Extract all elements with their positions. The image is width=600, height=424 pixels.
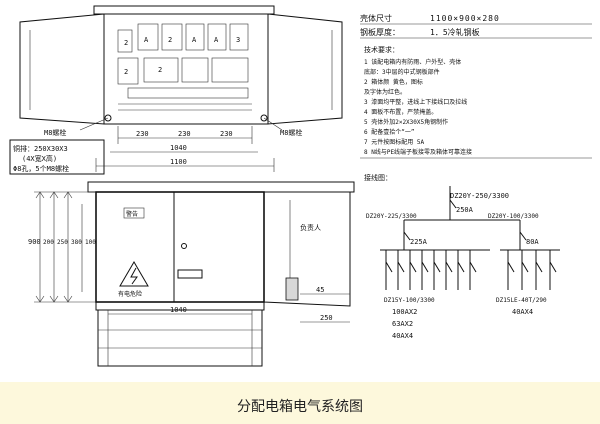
breaker-label: 2 [158,66,162,74]
breaker-label: 2 [168,36,172,44]
breaker-label: A [214,36,219,44]
hazard-text: 有电危险 [118,290,142,298]
dim-1100-top: 1100 [170,158,187,166]
m8-bolt-label-left: M8螺栓 [44,128,66,137]
bottom-left-rating: 40AX4 [392,332,413,340]
conduit [285,277,299,301]
main-breaker-rating: 250A [456,206,474,214]
m8-bolt-label-right: M8螺栓 [280,128,302,137]
bottom-right-breaker-model: DZ15LE-40T/290 [496,297,547,304]
spec-size-value: 1100×900×280 [430,14,500,23]
door-label-plate [123,207,145,219]
front-roof [87,181,355,193]
tech-item: 8 N线与PE线端子板接零及箱体可靠连接 [364,148,472,156]
lightning-warning-icon [119,261,149,287]
tech-item: 3 漆面均平整，进线上下接线口及拉线 [364,98,467,106]
branch-left-model: DZ20Y-225/3300 [366,213,417,220]
copper-bar-note-2: (4X宽X高) [22,154,57,163]
open-door-right [267,13,343,125]
left-dim: 250 [57,239,68,246]
caption-band [0,382,600,424]
bottom-left-rating: 63AX2 [392,320,413,328]
left-dim: 380 [71,239,82,246]
spec-size-label: 壳体尺寸 [360,13,392,23]
breaker-grid: 2 A 2 A A 3 2 2 [117,23,252,111]
lock-icon [181,243,187,249]
breaker-label: A [144,36,149,44]
dim-230-a: 230 [136,130,149,138]
handle [177,269,203,279]
copper-bar-note-1: 铜排：250X30X3 [13,144,68,153]
bottom-left-breaker-model: DZ15Y-100/3300 [384,297,435,304]
branch-right-rating: 80A [526,238,539,246]
tech-item: 4 面板不布置，严禁掩盖。 [364,108,437,116]
branch-right-model: DZ20Y-100/3300 [488,213,539,220]
left-sub-branches [385,250,477,290]
breaker-label: 2 [124,68,128,76]
dim-45: 45 [316,286,324,294]
bolt-right-icon [260,114,268,122]
left-dim: 100 [85,239,96,246]
dim-230-b: 230 [178,130,191,138]
dim-900: 900 [28,238,41,246]
bolt-left-icon [104,114,112,122]
spec-thickness-value: 1．5冷轧钢板 [430,27,480,37]
dim-230-c: 230 [220,130,233,138]
tech-item: 底部：3中层的中式钢板部件 [364,68,440,76]
main-breaker-model: DZ20Y-250/3300 [450,192,509,200]
front-view: 负责人 警告 有电危险 1040 45 2 [28,181,355,367]
dim-250: 250 [320,314,333,322]
copper-bar-note-3: Φ8孔，5个M8螺栓 [13,164,69,173]
tech-item: 6 配备壹拾个“一” [364,128,414,136]
right-sub-branches [507,250,557,290]
bottom-right-rating: 40AX4 [512,308,533,316]
breaker-label: A [192,36,197,44]
copper-bar-note-box [9,139,105,175]
tech-item: 2 箱体颜 黄色，图标 [364,78,423,86]
tech-requirements-title: 技术要求： [364,45,399,54]
side-responsible-label: 负责人 [300,223,321,232]
side-panel [263,191,351,307]
left-dim: 200 [43,239,54,246]
dim-1040-front: 1040 [170,306,187,314]
branch-left-rating: 225A [410,238,428,246]
open-door-left [19,13,105,125]
cabinet-roof [93,5,275,15]
tech-item: 1 该配电箱内有防雨、户外型、壳体 [364,58,461,66]
wiring-diagram: 接线图： DZ20Y-250/3300 250A DZ20Y-225/3300 … [364,173,560,340]
bottom-left-rating: 100AX2 [392,308,417,316]
tech-item: 5 壳体外加2×2X30X5角钢制作 [364,118,448,126]
spec-block: 壳体尺寸 1100×900×280 钢板厚度： 1．5冷轧钢板 技术要求： 1 … [360,13,592,159]
tech-item: 及字体为红色。 [364,88,406,96]
base-frame [97,309,263,367]
dim-1040-top: 1040 [170,144,187,152]
figure-caption: 分配电箱电气系统图 [237,399,363,415]
breaker-label: 3 [236,36,240,44]
spec-thickness-label: 钢板厚度： [360,27,400,37]
door-label: 警告 [126,210,138,218]
breaker-label: 2 [124,39,128,47]
top-view: 2 A 2 A A 3 2 2 M8螺栓 M8螺栓 铜排：250X30X3 (4… [9,5,343,175]
tech-item: 7 元件按图标配用 5A [364,138,424,146]
wiring-title: 接线图： [364,173,392,182]
